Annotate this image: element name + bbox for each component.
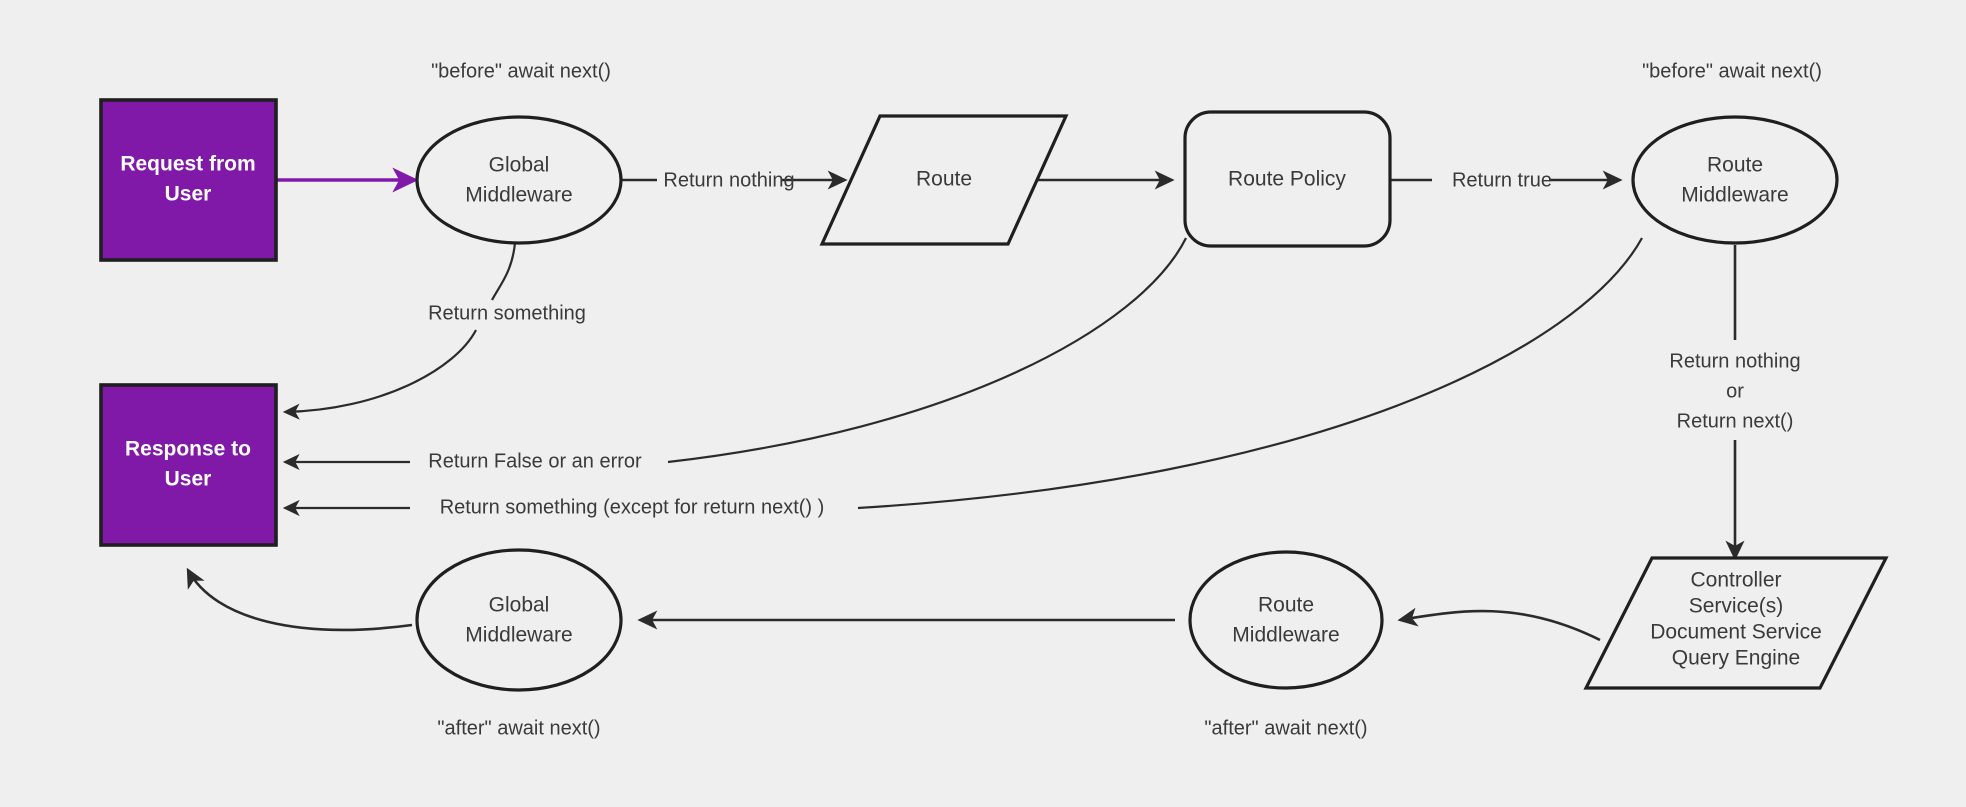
edge-label-return-something-top: Return something <box>428 302 586 324</box>
edge-route-policy-return-false <box>667 237 1187 464</box>
edge-label-return-something-except: Return something (except for return next… <box>440 496 825 518</box>
annotation-before-await-next-global: "before" await next() <box>431 60 611 82</box>
edge-label-return-true: Return true <box>1452 169 1552 191</box>
node-route-policy[interactable] <box>1183 110 1392 248</box>
node-controller-label-line2: Service(s) <box>1689 595 1784 618</box>
edge-label-return-nothing-or-next-line2: or <box>1726 380 1744 402</box>
node-global-middleware-bottom-label-line2: Middleware <box>465 624 572 647</box>
node-global-middleware-top[interactable] <box>415 115 623 245</box>
node-route-policy-label: Route Policy <box>1228 168 1346 191</box>
node-response-to-user[interactable] <box>99 383 278 547</box>
edge-route-middleware-return-something-except <box>857 237 1643 510</box>
edge-label-return-nothing-or-next-line3: Return next() <box>1677 410 1794 432</box>
node-controller-label-line1: Controller <box>1690 569 1781 592</box>
node-request-from-user-label-line2: User <box>165 183 212 206</box>
node-route-middleware-top[interactable] <box>1631 115 1839 245</box>
annotation-after-await-next-route: "after" await next() <box>1204 717 1367 739</box>
node-response-to-user-label-line2: User <box>165 468 212 491</box>
node-request-from-user-label-line1: Request from <box>120 153 255 176</box>
node-global-middleware-top-label-line1: Global <box>489 154 550 177</box>
node-controller-label-line3: Document Service <box>1650 621 1822 644</box>
node-route-label: Route <box>916 168 972 191</box>
node-route-middleware-bottom[interactable] <box>1188 550 1384 690</box>
node-controller-label-line4: Query Engine <box>1672 647 1800 670</box>
node-global-middleware-bottom-label-line1: Global <box>489 594 550 617</box>
node-route-middleware-bottom-label-line1: Route <box>1258 594 1314 617</box>
annotation-after-await-next-global: "after" await next() <box>437 717 600 739</box>
edge-label-return-nothing-or-next-line1: Return nothing <box>1669 350 1800 372</box>
edge-global-middleware-bottom-to-response <box>186 567 413 632</box>
edge-controller-to-route-middleware-bottom <box>1397 607 1601 642</box>
edge-global-middleware-return-something-lower <box>282 329 477 420</box>
edge-label-return-nothing: Return nothing <box>663 169 794 191</box>
node-global-middleware-top-label-line2: Middleware <box>465 184 572 207</box>
annotation-before-await-next-route: "before" await next() <box>1642 60 1822 82</box>
node-route-middleware-top-label-line2: Middleware <box>1681 184 1788 207</box>
node-route-middleware-bottom-label-line2: Middleware <box>1232 624 1339 647</box>
node-controller-services[interactable] <box>1583 556 1889 690</box>
node-global-middleware-bottom[interactable] <box>415 548 623 692</box>
node-route-middleware-top-label-line1: Route <box>1707 154 1763 177</box>
node-request-from-user[interactable] <box>99 98 278 262</box>
node-response-to-user-label-line1: Response to <box>125 438 251 461</box>
edge-label-return-false-or-error: Return False or an error <box>428 450 642 472</box>
node-route[interactable] <box>819 114 1069 246</box>
edge-global-middleware-return-something <box>491 242 517 301</box>
